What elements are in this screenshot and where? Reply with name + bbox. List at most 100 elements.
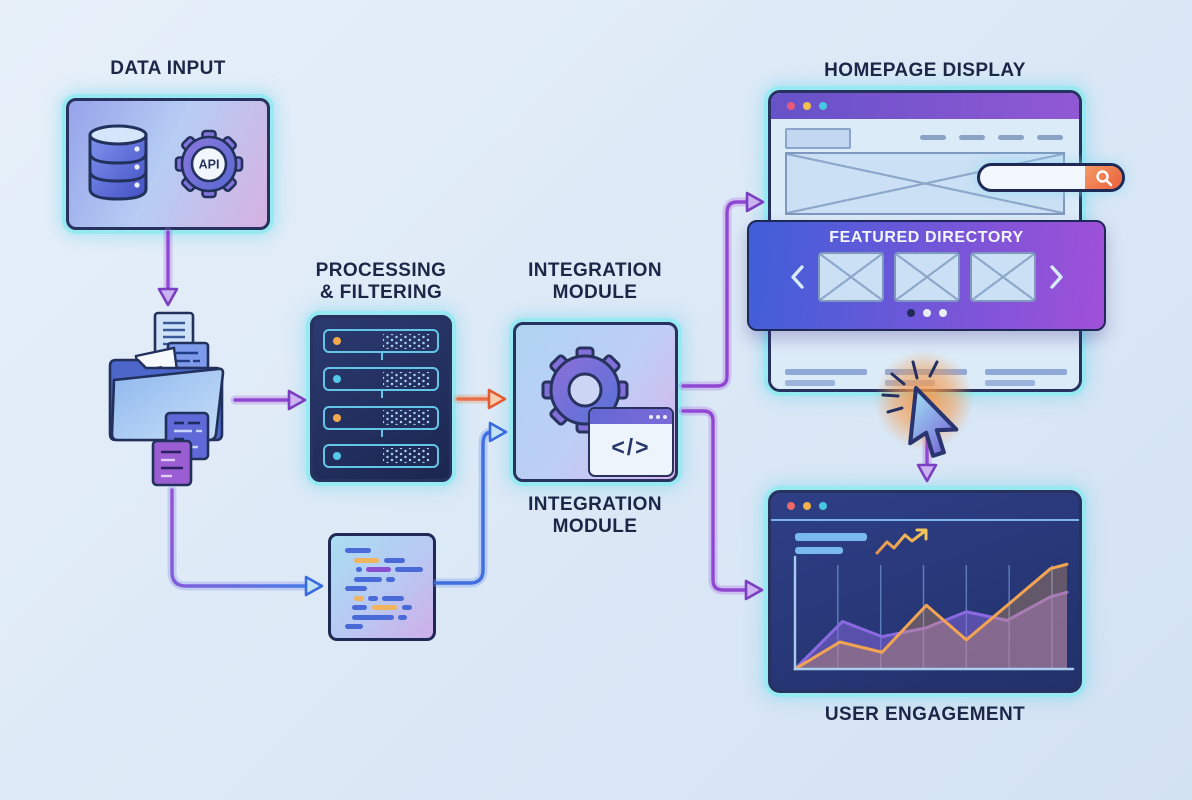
code-window-titlebar: [590, 409, 672, 424]
carousel-dot[interactable]: [938, 309, 947, 317]
server-led-light: [333, 375, 341, 384]
server-led-light: [333, 413, 341, 422]
code-token: [398, 614, 407, 620]
nav-link-placeholder: [998, 135, 1024, 140]
nav-links: [920, 135, 1063, 140]
server-row: [323, 405, 439, 437]
text-line-placeholder: [785, 380, 835, 386]
text-line-placeholder: [785, 369, 867, 375]
carousel-card: [969, 252, 1036, 302]
carousel-dot[interactable]: [922, 309, 931, 317]
code-line: [331, 605, 433, 610]
code-token: [382, 595, 404, 601]
code-token: [354, 595, 364, 601]
code-token: [402, 605, 412, 610]
integration-gear-icon: [541, 346, 629, 434]
arrow-folder-codebox: [170, 488, 310, 588]
window-dot-red: [787, 102, 795, 110]
search-button[interactable]: [1085, 166, 1122, 189]
featured-directory-banner: FEATURED DIRECTORY: [747, 220, 1106, 331]
server-row: [323, 367, 439, 399]
processing-title-line1: PROCESSING: [315, 260, 447, 281]
code-token: [354, 576, 382, 582]
code-token: [366, 567, 391, 572]
chevron-right-icon[interactable]: [1046, 263, 1066, 291]
dashboard-titlebar: [771, 493, 1079, 521]
click-burst-lines: [881, 360, 939, 414]
server-row: [323, 329, 439, 360]
content-column: [985, 369, 1071, 389]
content-column: [785, 369, 871, 392]
carousel: [749, 252, 1104, 302]
processing-title: PROCESSING & FILTERING: [291, 260, 471, 304]
code-token: [352, 605, 367, 610]
code-glyph: </>: [611, 434, 651, 460]
code-line: [331, 595, 433, 601]
window-dot-yellow: [803, 102, 811, 110]
data-input-node: API: [66, 98, 270, 230]
code-token: [345, 548, 371, 553]
carousel-card: [893, 252, 960, 302]
processing-node: [310, 315, 452, 482]
window-dot-cyan: [819, 502, 827, 510]
nav-link-placeholder: [920, 135, 946, 140]
window-dot: [656, 414, 660, 419]
user-engagement-title: USER ENGAGEMENT: [824, 704, 1026, 725]
code-line: [331, 614, 433, 620]
code-token: [352, 614, 394, 620]
integration-title-bottom-line2: MODULE: [552, 516, 638, 537]
featured-directory-title: FEATURED DIRECTORY: [829, 229, 1024, 246]
code-line: [331, 624, 433, 629]
database-icon: [88, 124, 148, 201]
api-badge-label: API: [199, 158, 220, 172]
window-dot-red: [787, 502, 795, 510]
code-line: [331, 557, 433, 563]
trend-up-arrow-icon: [875, 528, 928, 555]
window-dot: [649, 414, 653, 419]
engagement-dashboard-window: [768, 490, 1082, 693]
server-dot-matrix: [383, 410, 429, 426]
carousel-card: [817, 252, 884, 302]
chevron-left-icon[interactable]: [788, 263, 808, 291]
server-dot-matrix: [383, 333, 429, 349]
text-line-placeholder: [985, 369, 1067, 375]
code-line: [331, 548, 433, 553]
api-gear-icon: API: [174, 129, 244, 199]
carousel-dots: [749, 309, 1104, 317]
text-line-placeholder: [785, 391, 871, 392]
text-line-placeholder: [985, 380, 1035, 386]
integration-title-bottom-line1: INTEGRATION: [528, 494, 662, 515]
window-dot-yellow: [803, 502, 811, 510]
integration-title-top-line1: INTEGRATION: [528, 260, 662, 281]
code-window-icon: </>: [588, 407, 674, 477]
code-token: [386, 576, 395, 582]
cursor-click-icon: [881, 360, 959, 458]
code-token: [395, 567, 423, 572]
window-dot-cyan: [819, 102, 827, 110]
code-token: [356, 567, 362, 572]
integration-title-bottom: INTEGRATION MODULE: [505, 494, 685, 538]
data-input-title: DATA INPUT: [110, 58, 226, 79]
search-bar[interactable]: [977, 163, 1125, 192]
document-purple: [151, 439, 193, 487]
browser-titlebar: [771, 93, 1079, 119]
integration-title-top: INTEGRATION MODULE: [505, 260, 685, 304]
nav-link-placeholder: [959, 135, 985, 140]
code-token: [345, 586, 367, 591]
arrow-integration-engagement: [681, 409, 748, 592]
code-line: [331, 586, 433, 591]
integration-title-top-line2: MODULE: [552, 282, 638, 303]
carousel-dot[interactable]: [906, 309, 915, 317]
dashboard-heading-bar: [795, 533, 867, 541]
window-dot: [663, 414, 667, 419]
nav-link-placeholder: [1037, 135, 1063, 140]
engagement-chart: [793, 555, 1075, 671]
server-led-light: [333, 337, 341, 345]
dashboard-body: [771, 521, 1079, 690]
code-token: [372, 605, 397, 610]
code-snippet-node: [328, 533, 436, 641]
processing-title-line2: & FILTERING: [319, 282, 443, 303]
code-line: [331, 567, 433, 572]
code-token: [384, 557, 405, 563]
carousel-cards: [817, 252, 1036, 302]
